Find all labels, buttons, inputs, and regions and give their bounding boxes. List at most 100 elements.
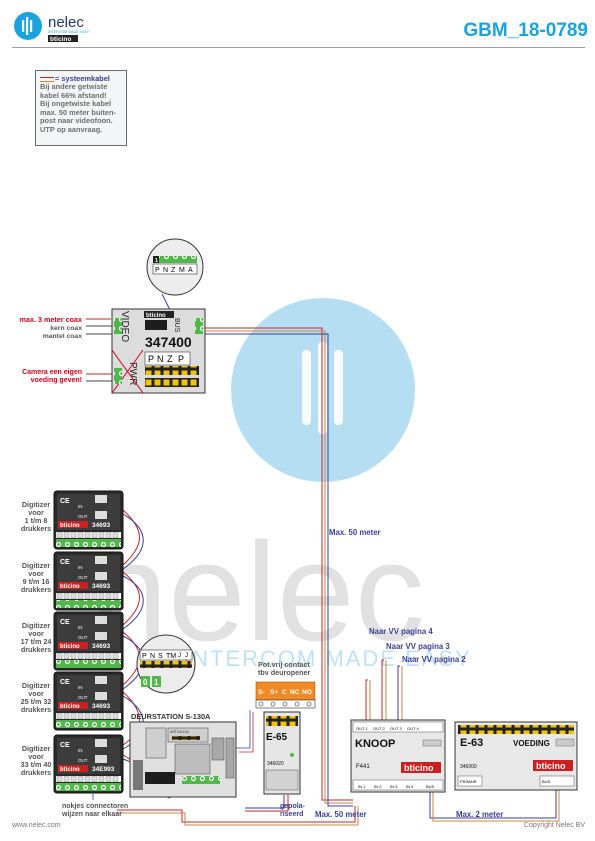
digitizer-label: Digitizer bbox=[22, 681, 51, 690]
partner-brand: bticino bbox=[50, 36, 71, 43]
header-divider bbox=[12, 47, 585, 48]
ce-mark-icon: CE bbox=[60, 619, 70, 626]
annotation-mantel: mantel coax bbox=[43, 333, 83, 340]
digitizer-model: 34693 bbox=[92, 583, 110, 590]
knoop-title: KNOOP bbox=[355, 738, 395, 750]
label-vv4: Naar VV pagina 4 bbox=[369, 627, 433, 636]
module-pin: P bbox=[178, 354, 184, 364]
digitizer-out: OUT bbox=[78, 514, 88, 519]
knoop-f441: OUT 1 OUT 2 OUT 3 OUT 4 KNOOP F441 btici… bbox=[350, 719, 446, 793]
voeding-e63: E-63 VOEDING 346000 bticino PRIMAIR BUS bbox=[454, 721, 578, 791]
ce-mark-icon: CE bbox=[60, 498, 70, 505]
detail-pin: Z bbox=[171, 267, 176, 274]
relay-line2: tbv deuropener bbox=[258, 668, 311, 677]
label-max50-bottom: Max. 50 meter bbox=[315, 810, 367, 819]
knoop-brand: bticino bbox=[404, 763, 434, 773]
relay-terminal: S+ bbox=[270, 689, 278, 696]
relay-terminal: NC bbox=[290, 689, 300, 696]
relay-contact: Pot.vrij contact tbv deuropener S- S+ C … bbox=[236, 660, 316, 753]
digitizer-in: IN bbox=[78, 565, 83, 570]
digitizer-label: voor bbox=[28, 689, 44, 698]
annotation-coax: max. 3 meter coax bbox=[20, 315, 82, 324]
digitizer-model: 34693 bbox=[92, 643, 110, 650]
brand-name: nelec bbox=[48, 14, 84, 31]
digitizer-model: 34693 bbox=[92, 703, 110, 710]
note-legend: = systeemkabel bbox=[40, 74, 122, 83]
detail-pin: A bbox=[188, 267, 193, 274]
camera-module-model: 347400 bbox=[145, 334, 192, 350]
module-pin: P bbox=[148, 354, 154, 364]
knoop-out: OUT 1 bbox=[356, 726, 368, 731]
digitizer-label: voor bbox=[28, 629, 44, 638]
digitizer-in: IN bbox=[78, 625, 83, 630]
pwr-label: PWR bbox=[127, 362, 138, 385]
door-station-title: DEURSTATION S-130A bbox=[131, 712, 211, 721]
annotation-kern: kern coax bbox=[50, 325, 82, 332]
note-line: max. 50 meter buiten- bbox=[40, 107, 116, 117]
digitizer-out: OUT bbox=[78, 575, 88, 580]
digitizer-label: 17 t/m 24 bbox=[21, 637, 52, 646]
digitizer-out: OUT bbox=[78, 758, 88, 763]
digitizer-label: drukkers bbox=[21, 524, 51, 533]
digitizer-label: voor bbox=[28, 752, 44, 761]
label-vv3: Naar VV pagina 3 bbox=[386, 642, 450, 651]
voeding-model: E-63 bbox=[460, 737, 483, 749]
door-detail-pin: N bbox=[150, 653, 155, 660]
knoop-in: IN 1 bbox=[358, 784, 366, 789]
digitizer-brand: bticino bbox=[60, 523, 80, 529]
video-label: VIDEO bbox=[119, 311, 130, 342]
relay-terminal: S- bbox=[258, 689, 265, 696]
connector-note-line2: wijzen naar elkaar bbox=[61, 811, 122, 818]
digitizer-brand: bticino bbox=[60, 644, 80, 650]
door-detail-pin: P bbox=[142, 653, 147, 660]
digitizer-in: IN bbox=[78, 685, 83, 690]
header-logo: nelec INTERCOM MADE EASY bticino bbox=[12, 10, 122, 44]
door-switch: 0 bbox=[143, 678, 148, 687]
digitizer-label: Digitizer bbox=[22, 561, 51, 570]
e65-power-supply: E-65 346020 gepola- riseerd bbox=[263, 711, 306, 818]
digitizer-label: 1 t/m 8 bbox=[25, 516, 48, 525]
detail-pin: P bbox=[155, 267, 160, 274]
digitizer-model: 34693 bbox=[92, 522, 110, 529]
ce-mark-icon: CE bbox=[60, 679, 70, 686]
footer-website: www.nelec.com bbox=[12, 822, 61, 829]
digitizer-label: voor bbox=[28, 569, 44, 578]
brand-tagline: INTERCOM MADE EASY bbox=[48, 30, 90, 34]
note-line: Bij andere getwiste bbox=[40, 82, 108, 91]
knoop-out: OUT 4 bbox=[407, 726, 419, 731]
digitizer-brand: bticino bbox=[60, 584, 80, 590]
note-legend-text: = systeemkabel bbox=[55, 74, 110, 83]
digitizer-label: Digitizer bbox=[22, 500, 51, 509]
door-station-s130a: P N S TM J J 1 2 0 1 DEURSTATION S-130A … bbox=[129, 634, 237, 798]
e65-model: E-65 bbox=[266, 732, 288, 743]
detail-marker: 1 bbox=[155, 258, 158, 264]
note-line: kabel 66% afstand! bbox=[40, 90, 107, 100]
digitizer-label: drukkers bbox=[21, 705, 51, 714]
voeding-terminal-right: BUS bbox=[542, 779, 551, 784]
knoop-in: IN 4 bbox=[406, 784, 414, 789]
voeding-brand: bticino bbox=[536, 761, 566, 771]
watermark: nelec INTERCOM MADE EASY bbox=[90, 298, 470, 671]
digitizer-label: drukkers bbox=[21, 768, 51, 777]
connector-note-line1: nokjes connectoren bbox=[62, 803, 128, 810]
digitizer-label: Digitizer bbox=[22, 744, 51, 753]
digitizer-out: OUT bbox=[78, 695, 88, 700]
door-switch: 1 bbox=[154, 678, 159, 687]
polarity-line1: gepola- bbox=[280, 803, 306, 810]
door-detail-pin: S bbox=[158, 653, 163, 660]
document-code: GBM_18-0789 bbox=[463, 20, 588, 41]
voeding-part: 346000 bbox=[460, 764, 477, 770]
bus-label: BUS bbox=[173, 318, 180, 333]
relay-terminal: NO bbox=[302, 689, 312, 696]
e65-part: 346020 bbox=[267, 761, 284, 767]
door-detail-pin: TM bbox=[166, 653, 176, 660]
label-max2-bottom: Max. 2 meter bbox=[456, 810, 503, 819]
digitizer-label: Digitizer bbox=[22, 621, 51, 630]
detail-pin: M bbox=[179, 267, 185, 274]
digitizer-label: drukkers bbox=[21, 585, 51, 594]
